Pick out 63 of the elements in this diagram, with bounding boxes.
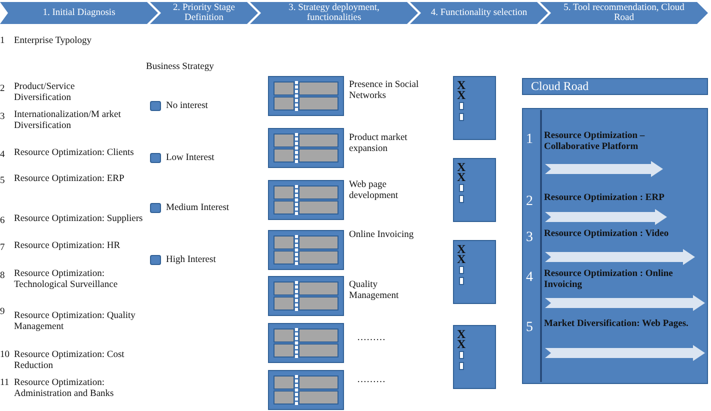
check-mark: X: [457, 90, 466, 101]
row-number: 5: [0, 176, 6, 187]
step-number: 3: [526, 231, 533, 245]
legend-label: Medium Interest: [166, 203, 230, 214]
checklist-panel: [453, 158, 496, 222]
step-title: Resource Optimization : Video: [544, 229, 670, 240]
row-number: 9: [0, 307, 6, 318]
process-step-banner: 2. Priority Stage Definition: [150, 2, 258, 24]
row-number: 1: [0, 36, 6, 47]
row-number: 3: [0, 112, 6, 123]
row-number: 4: [0, 150, 6, 161]
strategy-label: Quality Management: [349, 280, 400, 302]
row-number: 2: [0, 84, 6, 95]
row-label: Resource Optimization: Technological Surveillance: [14, 269, 119, 291]
legend-label: Low Interest: [166, 153, 216, 164]
strategy-label: Presence in Social Networks: [349, 80, 420, 102]
legend-label: No interest: [166, 101, 209, 112]
process-step-banner: 4. Functionality selection: [410, 2, 548, 24]
strategy-label: ………: [357, 333, 386, 344]
row-number: 10: [0, 350, 10, 361]
process-step-banner: 1. Initial Diagnosis: [0, 2, 158, 24]
row-label: Internationalization/M arket Diversification: [14, 110, 122, 132]
row-label: Resource Optimization: Cost Reduction: [14, 350, 126, 372]
strategy-label: Online Invoicing: [349, 230, 415, 241]
legend-label: High Interest: [166, 255, 217, 266]
strategy-label: ………: [357, 375, 386, 386]
panel-header: Cloud Road: [522, 78, 708, 95]
step-number: 2: [526, 195, 533, 209]
row-label: Resource Optimization: Administration and Banks: [14, 378, 115, 400]
row-label: Resource Optimization: Quality Management: [14, 311, 136, 333]
step-number: 1: [526, 133, 533, 147]
step-title: Resource Optimization – Collaborative Platform: [544, 131, 646, 153]
checklist-panel: [453, 325, 496, 389]
row-label: Enterprise Typology: [14, 36, 93, 47]
row-label: Product/Service Diversification: [14, 82, 76, 104]
check-mark: X: [457, 339, 466, 350]
row-number: 6: [0, 216, 6, 227]
row-number: 11: [0, 378, 10, 389]
check-mark: X: [457, 172, 466, 183]
row-label: Resource Optimization: Suppliers: [14, 214, 144, 225]
checklist-panel: [453, 240, 496, 304]
process-step-banner: 3. Strategy deployment, functionalities: [250, 2, 418, 24]
check-mark: X: [457, 244, 466, 255]
row-label: Business Strategy: [146, 62, 215, 73]
row-number: 8: [0, 271, 6, 282]
strategy-label: Product market expansion: [349, 133, 408, 155]
step-title: Resource Optimization : Online Invoicing: [544, 269, 674, 291]
check-mark: X: [457, 80, 466, 91]
cloud-road-panel: [522, 108, 708, 384]
step-title: Resource Optimization : ERP: [544, 193, 666, 204]
check-mark: X: [457, 162, 466, 173]
checklist-panel: [453, 76, 496, 140]
row-label: Resource Optimization: ERP: [14, 174, 126, 185]
row-label: Resource Optimization: HR: [14, 241, 122, 252]
step-number: 4: [526, 271, 533, 285]
check-mark: X: [457, 254, 466, 265]
step-number: 5: [526, 321, 533, 335]
process-step-banner: 5. Tool recommendation, Cloud Road: [540, 2, 708, 24]
row-number: 7: [0, 243, 6, 254]
strategy-label: Web page development: [349, 180, 400, 202]
check-mark: X: [457, 329, 466, 340]
step-title: Market Diversification: Web Pages.: [544, 319, 690, 330]
row-label: Resource Optimization: Clients: [14, 148, 135, 159]
